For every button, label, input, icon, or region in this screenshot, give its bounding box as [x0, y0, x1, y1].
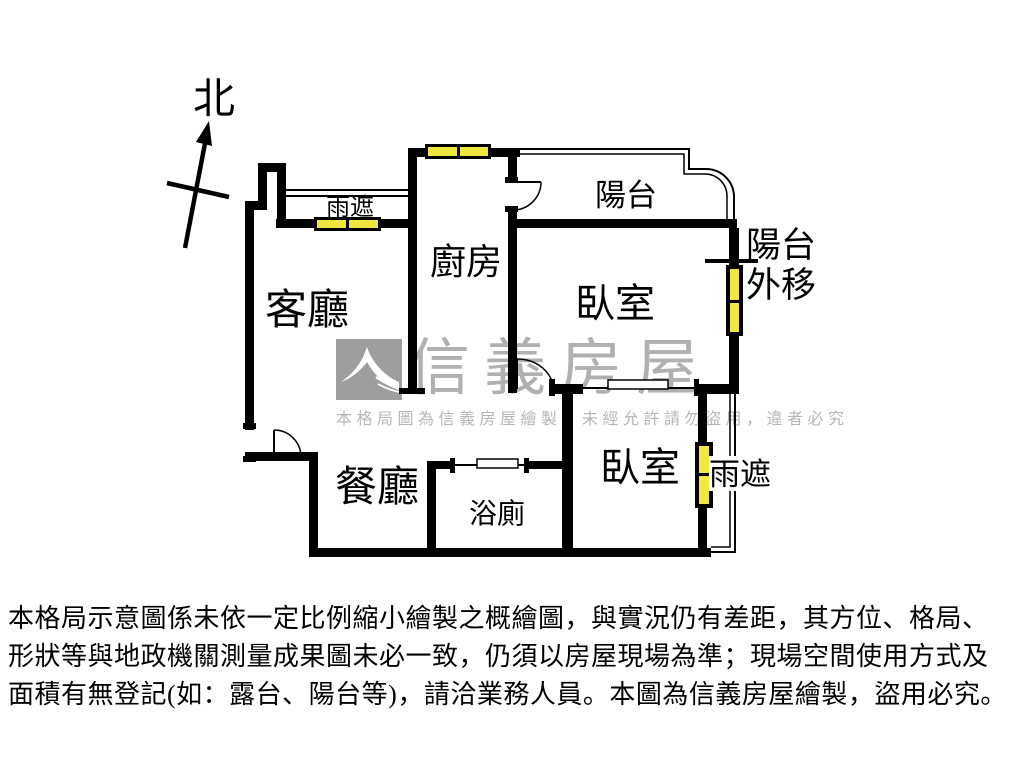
bedroom-upper-door [516, 358, 554, 390]
disclaimer-line-1: 本格局示意圖係未依一定比例縮小繪製之概繪圖，與實況仍有差距，其方位、格局、 [8, 604, 989, 633]
disclaimer-line-3: 面積有無登記(如：露台、陽台等)，請洽業務人員。本圖為信義房屋繪製，盜用必究。 [8, 680, 1007, 709]
north-arrow-head [196, 121, 212, 146]
label-balcony-shifted-line1: 陽台 [746, 226, 816, 265]
north-label: 北 [193, 77, 235, 123]
bathroom-slider-panel [476, 458, 519, 469]
sinyi-logo [336, 339, 402, 400]
balcony-outline-inner [520, 153, 728, 220]
north-arrow-shaft [182, 137, 209, 249]
balcony-outline-outer [520, 148, 735, 220]
windows [314, 144, 743, 508]
label-kitchen: 廚房 [430, 242, 502, 282]
label-dining-room: 餐廳 [335, 464, 419, 511]
rain-strip-outer [711, 394, 736, 553]
label-bathroom: 浴廁 [469, 498, 525, 530]
doors [273, 181, 554, 458]
window-balcony-shifted [726, 265, 743, 336]
watermark-notice-text: 本格局圖為信義房屋繪製，未經允許請勿盜用，違者必究 [336, 411, 849, 428]
disclaimer-line-2: 形狀等與地政機關測量成果圖未必一致，仍須以房屋現場為準；現場空間使用方式及 [8, 642, 989, 671]
room-labels: 客廳 廚房 餐廳 浴廁 臥室 臥室 陽台 陽台 外移 雨遮 雨遮 [265, 178, 816, 530]
label-rain-cover-top: 雨遮 [326, 194, 374, 221]
entry-door [273, 429, 302, 458]
label-balcony: 陽台 [595, 178, 657, 213]
disclaimer-block: 本格局示意圖係未依一定比例縮小繪製之概繪圖，與實況仍有差距，其方位、格局、 形狀… [8, 600, 1018, 714]
label-living-room: 客廳 [265, 287, 349, 334]
rain-cover-right-label-bg [709, 456, 772, 491]
label-balcony-shifted-line2: 外移 [746, 266, 816, 305]
walls [245, 148, 739, 557]
label-bedroom-lower: 臥室 [600, 445, 680, 490]
window-kitchen-top [425, 144, 491, 159]
bedroom-slider-panel [607, 379, 669, 390]
sinyi-swoosh-icon [341, 347, 400, 393]
window-bedroom-lower [695, 442, 713, 508]
kitchen-balcony-door [512, 181, 542, 211]
north-arrow-crossbar [166, 180, 230, 200]
thin-outlines [285, 148, 736, 553]
sliding-panels [476, 379, 669, 469]
north-compass: 北 [166, 77, 235, 249]
rain-strip-inner [711, 394, 731, 548]
label-bedroom-upper: 臥室 [575, 281, 655, 326]
window-rain-cover-top [314, 217, 381, 231]
label-rain-cover-right: 雨遮 [709, 457, 771, 492]
